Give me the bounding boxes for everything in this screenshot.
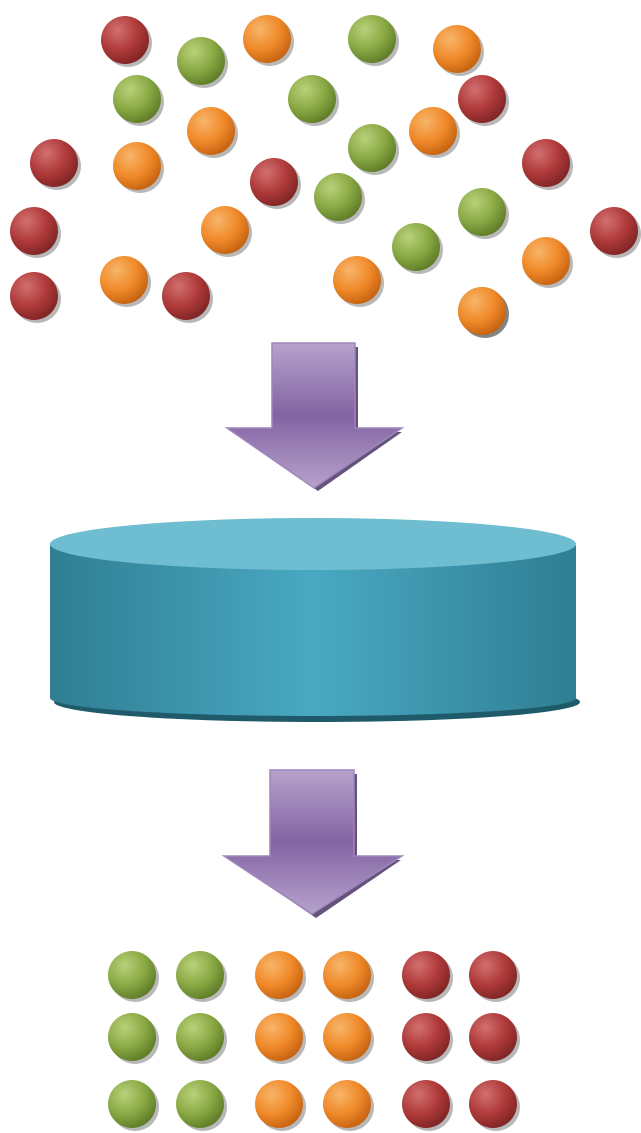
green-ball-icon — [176, 1013, 227, 1064]
red-ball-icon — [10, 207, 61, 258]
sorted-balls-group — [108, 951, 520, 1131]
orange-ball-icon — [323, 1013, 374, 1064]
orange-ball-icon — [458, 287, 509, 338]
green-ball-icon — [314, 173, 365, 224]
orange-ball-icon — [100, 256, 151, 307]
red-ball-icon — [101, 16, 152, 67]
red-ball-icon — [250, 158, 301, 209]
orange-ball-icon — [113, 142, 164, 193]
orange-ball-icon — [187, 107, 238, 158]
green-ball-icon — [348, 124, 399, 175]
unsorted-balls-group — [10, 15, 641, 338]
green-ball-icon — [108, 1080, 159, 1131]
red-ball-icon — [469, 1080, 520, 1131]
red-ball-icon — [30, 139, 81, 190]
green-ball-icon — [458, 188, 509, 239]
orange-ball-icon — [433, 25, 484, 76]
green-ball-icon — [108, 1013, 159, 1064]
red-ball-icon — [402, 951, 453, 1002]
green-ball-icon — [348, 15, 399, 66]
red-ball-icon — [458, 75, 509, 126]
orange-ball-icon — [333, 256, 384, 307]
orange-ball-icon — [243, 15, 294, 66]
red-ball-icon — [469, 1013, 520, 1064]
green-ball-icon — [392, 223, 443, 274]
sorter-container-icon — [50, 518, 580, 722]
green-ball-icon — [176, 1080, 227, 1131]
down-arrow-icon — [224, 342, 405, 491]
green-ball-icon — [113, 75, 164, 126]
orange-ball-icon — [255, 1013, 306, 1064]
green-ball-icon — [288, 75, 339, 126]
red-ball-icon — [10, 272, 61, 323]
green-ball-icon — [177, 37, 228, 88]
down-arrow-icon — [221, 769, 405, 918]
red-ball-icon — [402, 1080, 453, 1131]
orange-ball-icon — [255, 951, 306, 1002]
orange-ball-icon — [323, 951, 374, 1002]
red-ball-icon — [402, 1013, 453, 1064]
red-ball-icon — [469, 951, 520, 1002]
red-ball-icon — [162, 272, 213, 323]
orange-ball-icon — [522, 237, 573, 288]
red-ball-icon — [522, 139, 573, 190]
orange-ball-icon — [323, 1080, 374, 1131]
green-ball-icon — [108, 951, 159, 1002]
red-ball-icon — [590, 207, 641, 258]
green-ball-icon — [176, 951, 227, 1002]
orange-ball-icon — [255, 1080, 306, 1131]
orange-ball-icon — [201, 206, 252, 257]
orange-ball-icon — [409, 107, 460, 158]
